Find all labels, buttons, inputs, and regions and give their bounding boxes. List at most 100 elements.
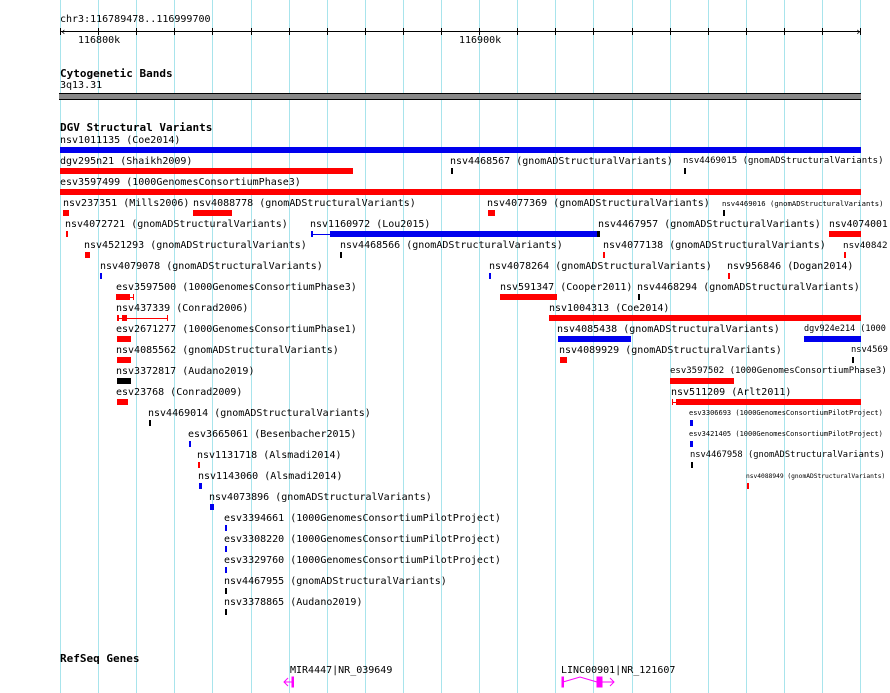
variant-bar bbox=[167, 315, 168, 321]
variant-label: nsv4467958 (gnomADStructuralVariants) bbox=[690, 450, 885, 460]
ruler-tick bbox=[593, 28, 594, 35]
variant-bar bbox=[60, 168, 353, 174]
ruler-left-arrow-icon: ‹ bbox=[60, 25, 67, 38]
variant-bar bbox=[199, 483, 202, 489]
variant-label: nsv4468567 (gnomADStructuralVariants) bbox=[450, 156, 673, 167]
variant-label: nsv4077138 (gnomADStructuralVariants) bbox=[603, 240, 826, 251]
ruler-tick bbox=[212, 28, 213, 35]
variant-bar bbox=[100, 273, 102, 279]
variant-bar bbox=[829, 231, 861, 237]
variant-label: nsv4088949 (gnomADStructuralVariants) bbox=[746, 473, 886, 480]
variant-label: esv3329760 (1000GenomesConsortiumPilotPr… bbox=[224, 555, 501, 566]
variant-bar bbox=[340, 252, 342, 258]
ruler-tick bbox=[860, 28, 861, 35]
variant-bar bbox=[598, 231, 600, 237]
variant-label: nsv4467957 (gnomADStructuralVariants) bbox=[598, 219, 821, 230]
refseq-track-title[interactable]: RefSeq Genes bbox=[60, 652, 140, 665]
variant-bar bbox=[747, 483, 749, 489]
variant-bar bbox=[684, 168, 686, 174]
gridline bbox=[555, 0, 556, 693]
variant-bar bbox=[60, 189, 861, 195]
variant-bar bbox=[489, 273, 491, 279]
variant-label: esv3665061 (Besenbacher2015) bbox=[188, 429, 357, 440]
cytoband-bar[interactable] bbox=[59, 93, 861, 100]
variant-label: nsv4521293 (gnomADStructuralVariants) bbox=[84, 240, 307, 251]
variant-label: esv3306693 (1000GenomesConsortiumPilotPr… bbox=[689, 409, 883, 417]
gridline bbox=[60, 0, 61, 693]
ruler-tick bbox=[517, 28, 518, 35]
gene-glyphs[interactable] bbox=[0, 674, 880, 693]
variant-bar bbox=[225, 588, 227, 594]
gridline bbox=[822, 0, 823, 693]
variant-label: esv3597500 (1000GenomesConsortiumPhase3) bbox=[116, 282, 357, 293]
gene-mir4447 bbox=[283, 676, 294, 688]
variant-label: nsv4468294 (gnomADStructuralVariants) bbox=[637, 282, 860, 293]
variant-label: nsv3378865 (Audano2019) bbox=[224, 597, 363, 608]
gridline bbox=[860, 0, 861, 693]
variant-bar bbox=[603, 252, 605, 258]
variant-label: nsv4569 bbox=[851, 345, 888, 355]
variant-bar bbox=[117, 378, 131, 384]
variant-bar bbox=[451, 168, 453, 174]
ruler-tick bbox=[822, 28, 823, 35]
variant-label: nsv4078264 (gnomADStructuralVariants) bbox=[489, 261, 712, 272]
variant-label: nsv511209 (Arlt2011) bbox=[671, 387, 792, 398]
variant-bar bbox=[66, 231, 68, 237]
cytogenetic-track-title[interactable]: Cytogenetic Bands bbox=[60, 67, 173, 80]
variant-bar bbox=[225, 546, 227, 552]
variant-bar bbox=[676, 399, 861, 405]
variant-label: nsv4085438 (gnomADStructuralVariants) bbox=[557, 324, 780, 335]
gridline bbox=[784, 0, 785, 693]
variant-label: nsv4089929 (gnomADStructuralVariants) bbox=[559, 345, 782, 356]
gridline bbox=[746, 0, 747, 693]
variant-label: nsv4077369 (gnomADStructuralVariants) bbox=[487, 198, 710, 209]
variant-label: dgv295n21 (Shaikh2009) bbox=[60, 156, 193, 167]
variant-bar bbox=[638, 294, 640, 300]
gridline bbox=[136, 0, 137, 693]
cytoband-label: 3q13.31 bbox=[60, 80, 103, 91]
variant-label: nsv4085562 (gnomADStructuralVariants) bbox=[116, 345, 339, 356]
variant-bar bbox=[133, 294, 134, 300]
ruler-tick bbox=[479, 28, 480, 35]
dgv-track-title[interactable]: DGV Structural Variants bbox=[60, 121, 213, 134]
variant-bar bbox=[844, 252, 846, 258]
tick-label: 116900k bbox=[459, 35, 502, 46]
variant-bar bbox=[149, 420, 151, 426]
variant-label: nsv4072721 (gnomADStructuralVariants) bbox=[65, 219, 288, 230]
variant-label: nsv4469016 (gnomADStructuralVariants) bbox=[722, 199, 884, 208]
variant-label: nsv4088778 (gnomADStructuralVariants) bbox=[193, 198, 416, 209]
variant-bar bbox=[670, 378, 734, 384]
gridline bbox=[479, 0, 480, 693]
variant-bar bbox=[198, 462, 200, 468]
location-label: chr3:116789478..116999700 bbox=[60, 14, 211, 25]
variant-bar bbox=[691, 462, 693, 468]
ruler-tick bbox=[289, 28, 290, 35]
ruler-tick bbox=[60, 28, 61, 35]
variant-bar bbox=[723, 210, 725, 216]
gridline bbox=[174, 0, 175, 693]
variant-label: esv23768 (Conrad2009) bbox=[116, 387, 243, 398]
ruler-tick bbox=[365, 28, 366, 35]
variant-label: nsv1143060 (Alsmadi2014) bbox=[198, 471, 343, 482]
variant-bar bbox=[690, 441, 693, 447]
ruler-tick bbox=[441, 28, 442, 35]
variant-label: nsv1011135 (Coe2014) bbox=[60, 135, 181, 146]
variant-line bbox=[672, 401, 676, 403]
gridline bbox=[289, 0, 290, 693]
gene-linc00901 bbox=[561, 676, 615, 688]
variant-label: nsv956846 (Dogan2014) bbox=[727, 261, 854, 272]
gridline bbox=[403, 0, 404, 693]
variant-label: nsv591347 (Cooper2011) bbox=[500, 282, 633, 293]
variant-bar bbox=[117, 399, 128, 405]
gridline bbox=[632, 0, 633, 693]
variant-label: esv3421405 (1000GenomesConsortiumPilotPr… bbox=[689, 430, 883, 438]
ruler-tick bbox=[98, 28, 99, 35]
variant-bar bbox=[189, 441, 191, 447]
variant-bar bbox=[728, 273, 730, 279]
ruler-tick bbox=[746, 28, 747, 35]
variant-bar bbox=[193, 210, 232, 216]
variant-line bbox=[117, 317, 168, 319]
variant-label: esv3394661 (1000GenomesConsortiumPilotPr… bbox=[224, 513, 501, 524]
variant-bar bbox=[558, 336, 631, 342]
variant-bar bbox=[225, 567, 227, 573]
